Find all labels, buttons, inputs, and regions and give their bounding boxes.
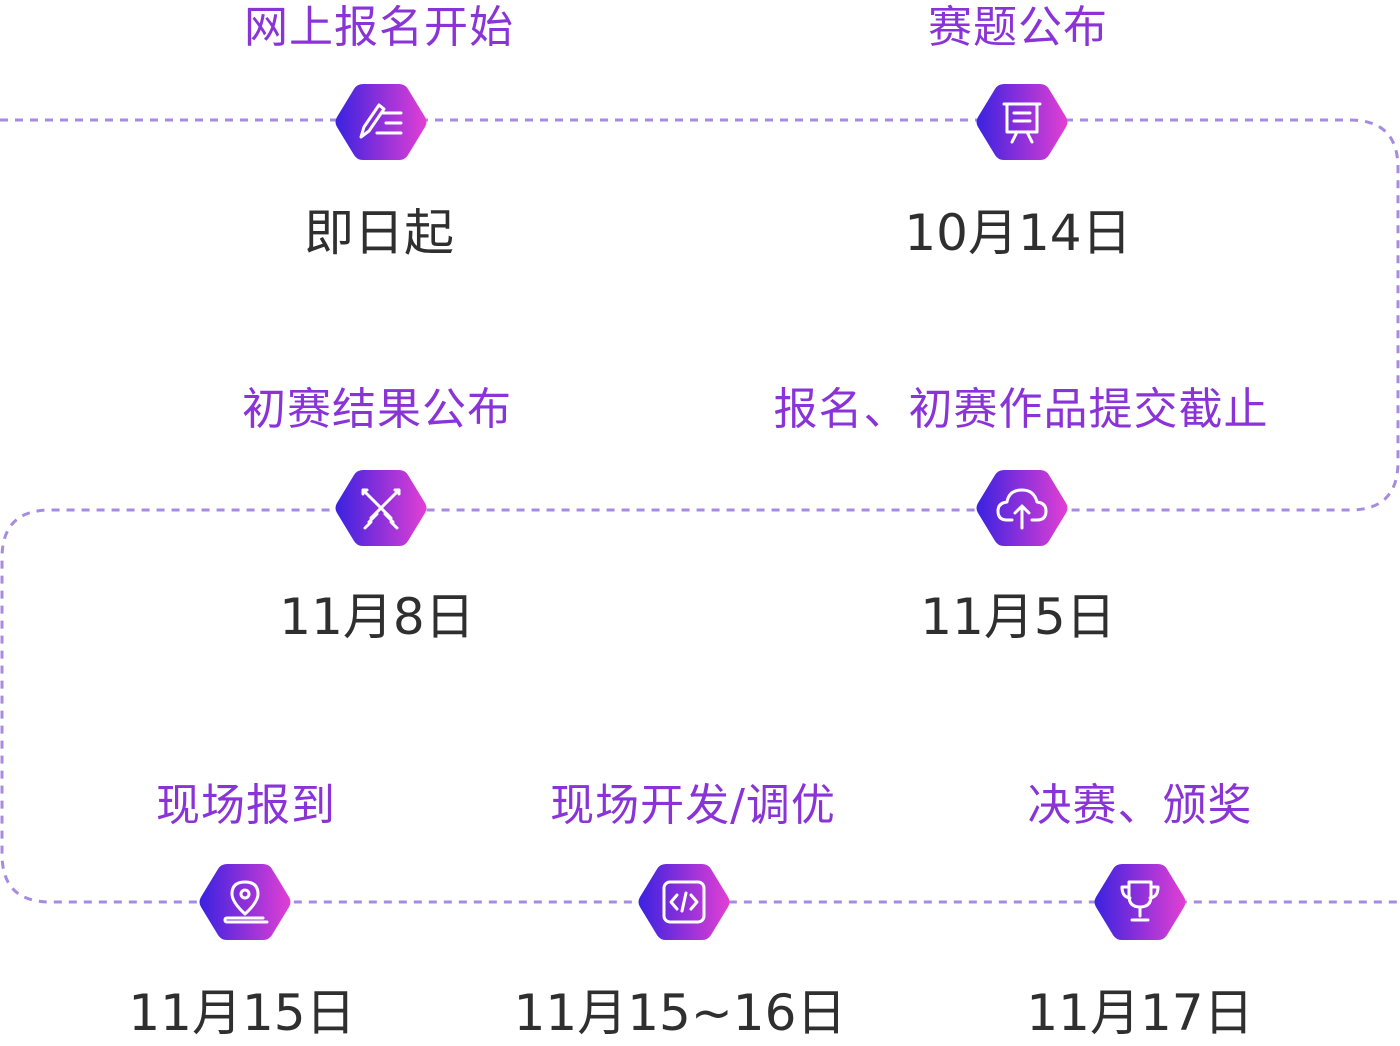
location-pin-icon [197,860,293,944]
cloud-upload-icon [974,466,1070,550]
stage-title: 初赛结果公布 [242,384,512,435]
stage-title: 网上报名开始 [244,2,514,53]
stage-date: 11月5日 [920,588,1116,646]
trophy-icon [1092,860,1188,944]
stage-date: 11月15~16日 [513,984,847,1042]
code-brackets-icon [636,860,732,944]
crossed-swords-icon [333,466,429,550]
stage-date: 11月17日 [1026,984,1254,1042]
stage-title: 现场报到 [156,780,336,831]
stage-date: 即日起 [304,204,454,262]
presentation-board-icon [974,80,1070,164]
stage-date: 10月14日 [904,204,1132,262]
stage-date: 11月8日 [279,588,475,646]
stage-date: 11月15日 [128,984,356,1042]
stage-title: 现场开发/调优 [550,780,836,831]
stage-title: 报名、初赛作品提交截止 [773,384,1269,435]
pencil-list-icon [333,80,429,164]
stage-title: 决赛、颁奖 [1027,780,1253,831]
stage-title: 赛题公布 [928,2,1108,53]
